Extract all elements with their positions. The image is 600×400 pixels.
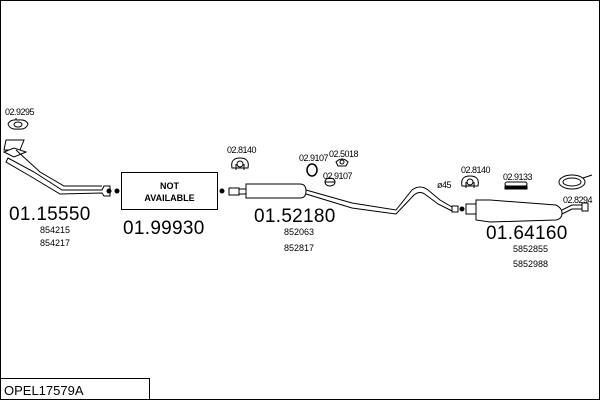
ref-rear-silencer-2: 5852988 <box>513 259 549 269</box>
not-available-line2: AVAILABLE <box>144 193 195 203</box>
clamp-02-9295 <box>7 118 29 130</box>
ref-middle-silencer-2: 852817 <box>284 243 315 253</box>
part-number-middle-silencer: 01.52180 <box>254 206 336 227</box>
clamp-02-8294 <box>558 174 593 190</box>
kit-code: OPEL17579A <box>0 378 150 399</box>
fitting-label-02-8294: 02.8294 <box>563 195 593 205</box>
fitting-label-02-9107-a: 02.9107 <box>299 153 329 163</box>
na-connector <box>114 188 225 194</box>
front-pipe <box>2 139 112 197</box>
hanger-02-8140-rear <box>461 175 479 188</box>
fitting-label-02-9133: 02.9133 <box>503 172 533 182</box>
hanger-02-5018 <box>335 158 349 167</box>
not-available-line1: NOT <box>160 181 179 191</box>
diameter-label: ø45 <box>437 180 452 190</box>
ref-middle-silencer-1: 852063 <box>284 227 315 237</box>
part-number-rear-silencer: 01.64160 <box>486 223 568 244</box>
rear-silencer <box>465 199 589 223</box>
part-number-not-available: 01.99930 <box>123 218 205 239</box>
part-number-front-pipe: 01.15550 <box>9 204 91 225</box>
hanger-02-8140-middle <box>231 157 249 170</box>
fitting-label-02-9295: 02.9295 <box>5 107 35 117</box>
ref-front-pipe-1: 854215 <box>40 225 71 235</box>
middle-silencer <box>228 183 465 215</box>
ring-02-9107-b <box>324 177 336 187</box>
fitting-label-02-8140-rear: 02.8140 <box>461 165 491 175</box>
fitting-label-02-8140-middle: 02.8140 <box>227 145 257 155</box>
fitting-label-02-9107-b: 02.9107 <box>323 171 353 181</box>
ref-front-pipe-2: 854217 <box>40 238 71 248</box>
fitting-label-02-5018: 02.5018 <box>329 149 359 159</box>
ring-02-9107-a <box>306 163 318 177</box>
ref-rear-silencer-1: 5852855 <box>513 244 549 254</box>
not-available-box: NOT AVAILABLE <box>121 172 218 210</box>
clamp-02-9133 <box>504 181 528 190</box>
